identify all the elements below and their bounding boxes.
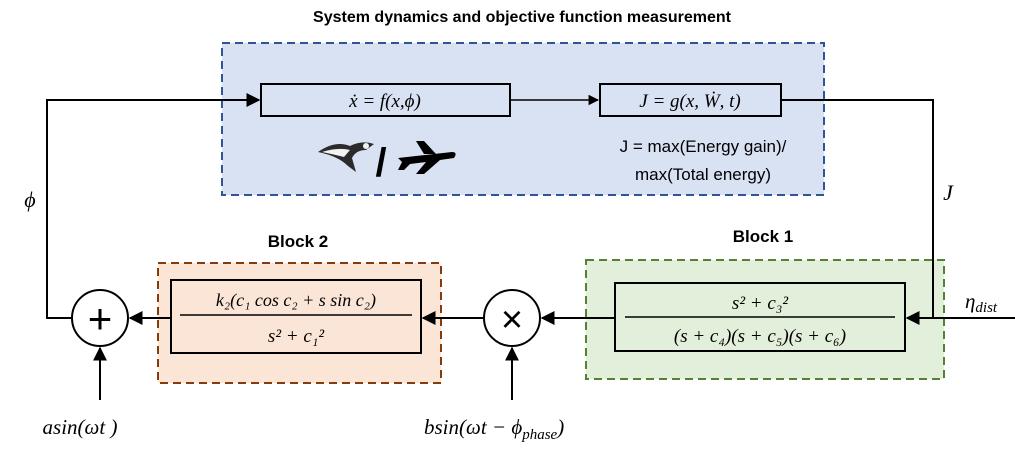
a-input-label: asin(ωt )	[43, 415, 118, 439]
J-feedback-line	[781, 99, 934, 325]
dynamics-equation: ẋ = f(x,ϕ)	[348, 91, 421, 112]
diagram-title: System dynamics and objective function m…	[313, 9, 732, 26]
block1-denominator: (s + c₄)(s + c₅)(s + c₆)	[674, 326, 846, 347]
phi-feedback-line	[46, 93, 261, 319]
system-dynamics-container	[221, 42, 825, 196]
icon-separator: /	[375, 141, 386, 185]
objective-description-line2: max(Total energy)	[635, 165, 771, 184]
objective-description-line1: J = max(Energy gain)/	[620, 137, 787, 156]
block2-label: Block 2	[268, 232, 328, 251]
airplane-icon	[398, 141, 456, 174]
dynamics-box	[260, 83, 511, 117]
phi-label: ϕ	[24, 187, 35, 212]
eta-dist-label: ηdist	[965, 289, 998, 316]
block2-numerator: k₂(c₁ cos c₂ + s sin c₂)	[216, 290, 376, 311]
b-input-label: bsin(ωt − ϕphase)	[424, 415, 564, 443]
multiplication-symbol: ×	[501, 299, 523, 341]
summation-symbol: +	[88, 295, 113, 342]
block2-denominator: s² + c₁²	[268, 326, 324, 347]
albatross-icon	[318, 142, 374, 172]
block2-transfer-box	[170, 279, 422, 354]
objective-box	[599, 83, 782, 117]
J-label: J	[943, 180, 954, 205]
objective-equation: J = g(x, Ẇ, t)	[639, 90, 740, 112]
block1-numerator: s² + c₃²	[732, 293, 788, 314]
block1-label: Block 1	[733, 227, 793, 246]
